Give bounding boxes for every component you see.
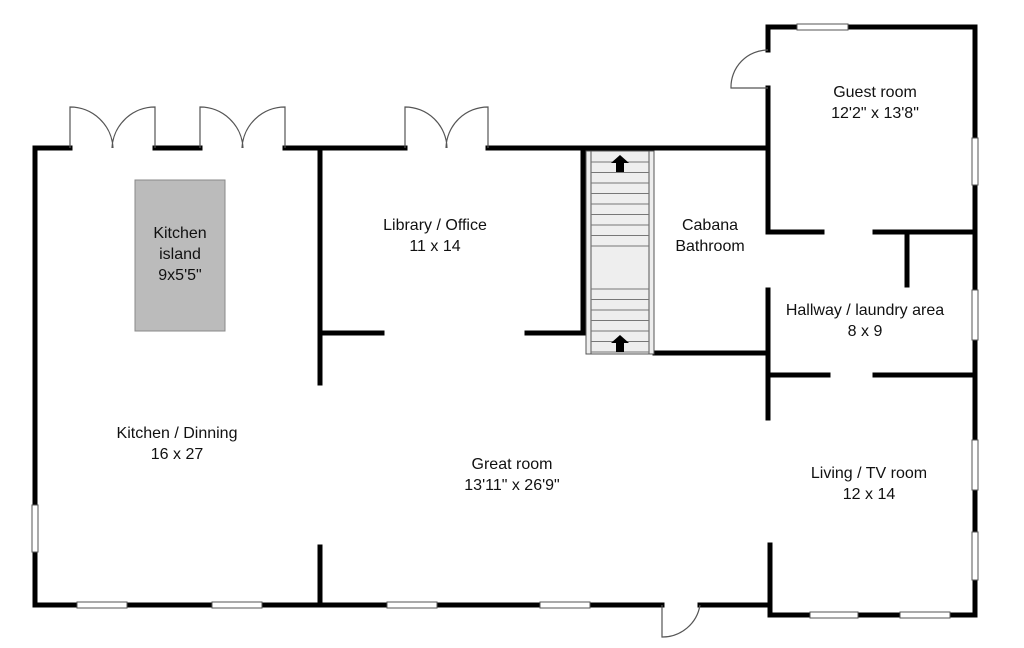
- island-label: island: [159, 246, 201, 263]
- cabana-label: Bathroom: [675, 238, 744, 255]
- hallway-label: Hallway / laundry area: [786, 302, 944, 319]
- library-size: 11 x 14: [409, 238, 460, 255]
- living-label: Living / TV room: [811, 465, 927, 482]
- windows: [31, 23, 979, 619]
- room-labels: Kitchen island 9x5'5" Library / Office 1…: [117, 84, 945, 503]
- living-size: 12 x 14: [843, 486, 896, 503]
- great-room-label: Great room: [472, 456, 553, 473]
- arrow-up-icon: [611, 155, 629, 172]
- library-label: Library / Office: [383, 217, 487, 234]
- arrow-up-icon: [611, 335, 629, 352]
- island-size: 9x5'5": [158, 267, 201, 284]
- guest-label: Guest room: [833, 84, 917, 101]
- guest-size: 12'2" x 13'8": [831, 105, 919, 122]
- hallway-size: 8 x 9: [848, 323, 883, 340]
- cabana-label: Cabana: [682, 217, 738, 234]
- island-label: Kitchen: [153, 225, 206, 242]
- staircase: [585, 150, 655, 355]
- kitchen-size: 16 x 27: [151, 446, 204, 463]
- great-room-size: 13'11" x 26'9": [464, 477, 559, 494]
- doors: [69, 49, 769, 638]
- kitchen-island: [134, 179, 226, 332]
- kitchen-label: Kitchen / Dinning: [117, 425, 238, 442]
